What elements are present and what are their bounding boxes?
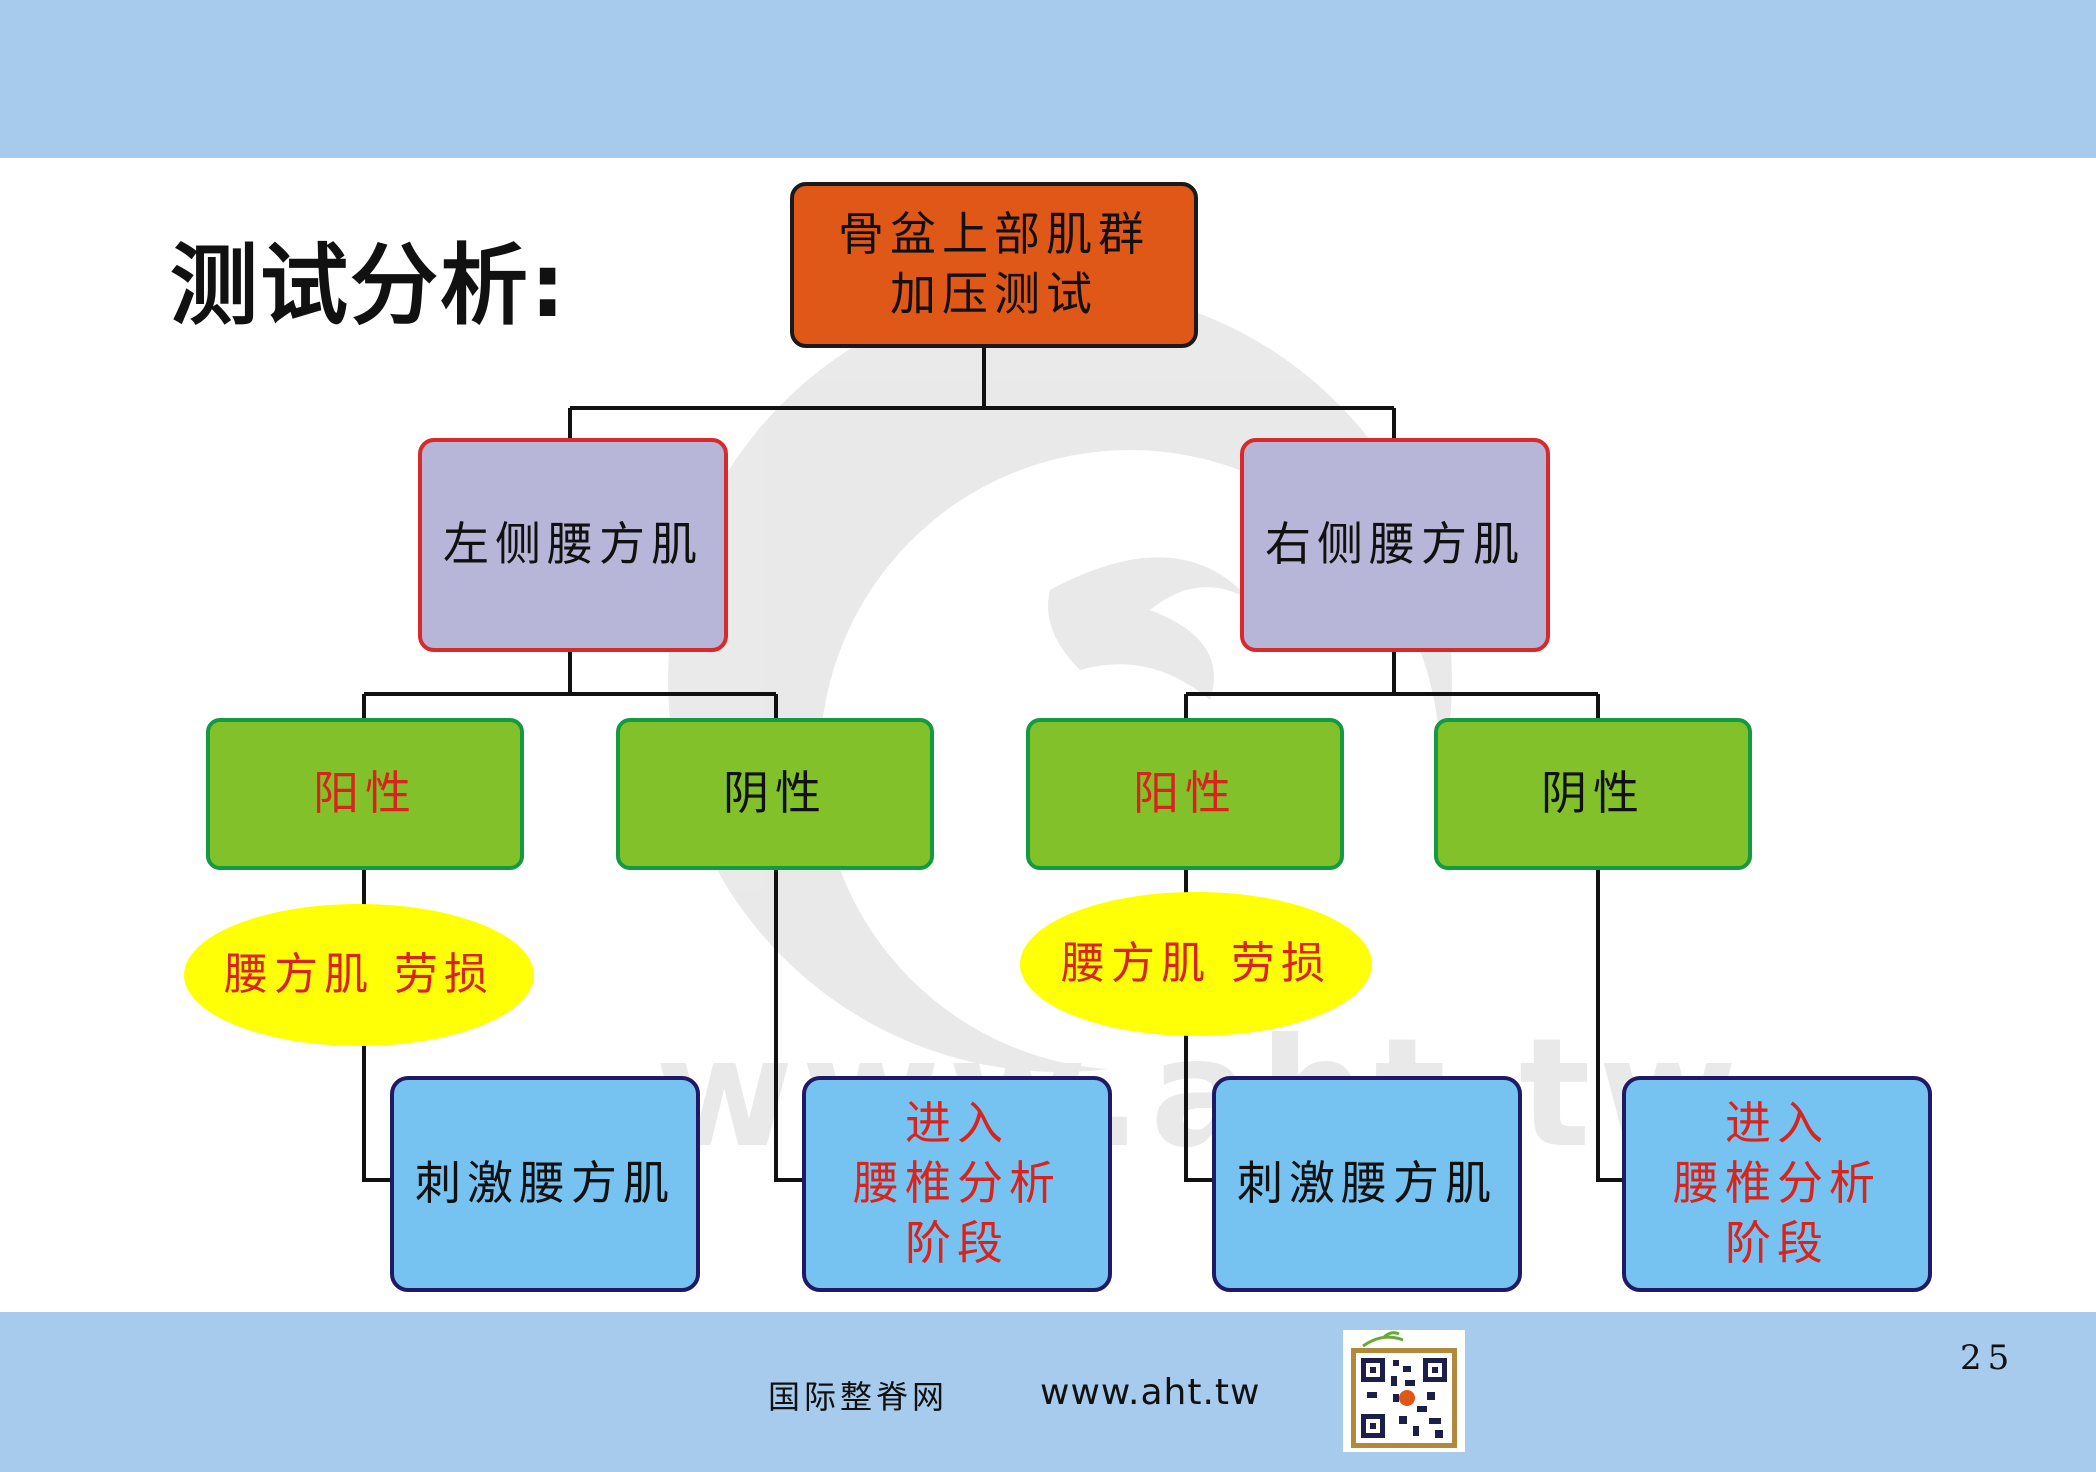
node-right-positive-label: 阳性 [1133,766,1237,821]
leaf-left-lumbar-line-1: 进入 [905,1096,1009,1151]
footer-band [0,1312,2096,1472]
node-right-positive: 阳性 [1026,718,1344,870]
page-number: 25 [1960,1338,2016,1378]
footer-url-link[interactable]: www.aht.tw [1040,1372,1261,1413]
leaf-left-stimulate: 刺激腰方肌 [390,1076,700,1292]
root-node-pelvic-test: 骨盆上部肌群 加压测试 [790,182,1198,348]
root-line-2: 加压测试 [890,267,1098,321]
node-left-positive-label: 阳性 [313,766,417,821]
qr-code-icon [1343,1330,1465,1452]
node-right-negative: 阴性 [1434,718,1752,870]
leaf-right-lumbar-line-3: 阶段 [1725,1215,1829,1270]
node-left-negative: 阴性 [616,718,934,870]
leaf-right-stimulate-label: 刺激腰方肌 [1237,1156,1497,1211]
node-right-quadratus: 右侧腰方肌 [1240,438,1550,652]
slide-title: 测试分析: [170,234,568,337]
oval-right-strain: 腰方肌 劳损 [1020,892,1372,1036]
node-right-quadratus-label: 右侧腰方肌 [1265,517,1525,572]
leaf-left-lumbar-line-3: 阶段 [905,1215,1009,1270]
leaf-left-lumbar-line-2: 腰椎分析 [853,1156,1061,1211]
header-band [0,0,2096,158]
oval-left-line-1: 腰方肌 [224,948,374,1000]
leaf-left-lumbar: 进入 腰椎分析 阶段 [802,1076,1112,1292]
footer-site-name: 国际整脊网 [768,1378,949,1416]
root-line-1: 骨盆上部肌群 [838,207,1150,262]
leaf-right-lumbar-line-1: 进入 [1725,1096,1829,1151]
oval-right-line-1: 腰方肌 [1061,937,1211,989]
node-left-quadratus: 左侧腰方肌 [418,438,728,652]
oval-left-line-2: 劳损 [394,948,494,1000]
leaf-right-lumbar-line-2: 腰椎分析 [1673,1156,1881,1211]
leaf-right-lumbar: 进入 腰椎分析 阶段 [1622,1076,1932,1292]
node-right-negative-label: 阴性 [1541,766,1645,821]
node-left-positive: 阳性 [206,718,524,870]
oval-right-line-2: 劳损 [1231,937,1331,989]
node-left-quadratus-label: 左侧腰方肌 [443,517,703,572]
leaf-left-stimulate-label: 刺激腰方肌 [415,1156,675,1211]
leaf-right-stimulate: 刺激腰方肌 [1212,1076,1522,1292]
node-left-negative-label: 阴性 [723,766,827,821]
oval-left-strain: 腰方肌 劳损 [184,904,534,1046]
